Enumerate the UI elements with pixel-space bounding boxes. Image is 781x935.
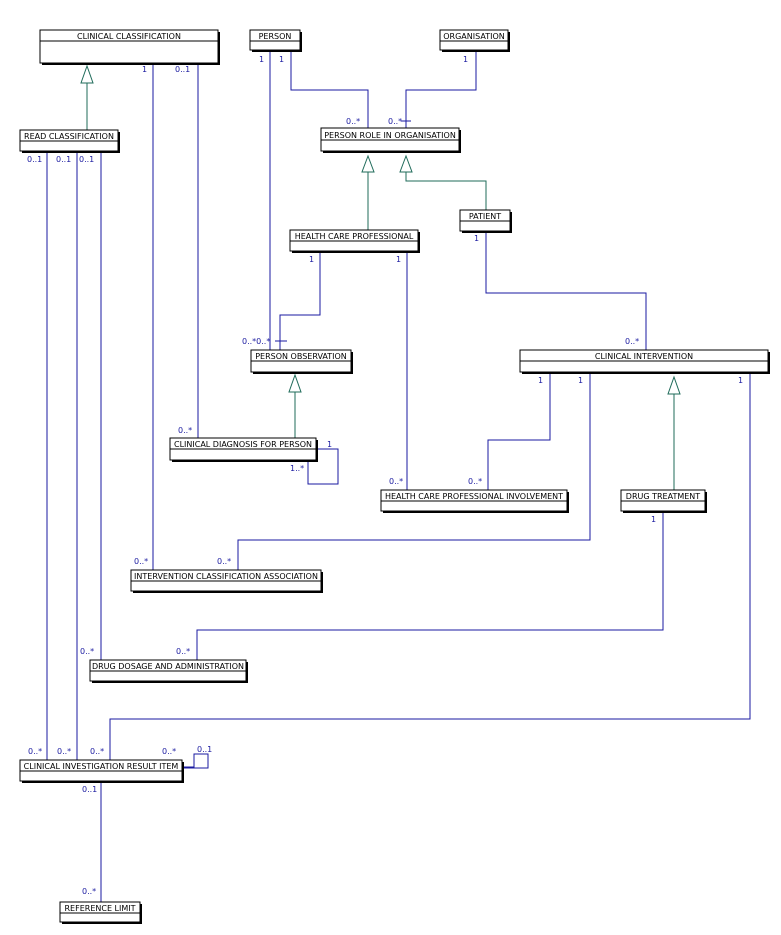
entity-person-role-in-organisation[interactable]: PERSON ROLE IN ORGANISATION (320, 127, 461, 153)
entity-clinical-classification[interactable]: CLINICAL CLASSIFICATION (39, 29, 220, 65)
assoc-dt-dda (196, 513, 664, 660)
multiplicity-label: 0..* (388, 117, 402, 126)
assoc-person-pro (290, 52, 369, 128)
multiplicity-label: 0..* (217, 557, 231, 566)
multiplicity-label: 0..1 (79, 155, 94, 164)
multiplicity-label: 0..* (134, 557, 148, 566)
multiplicity-label: 0..1 (27, 155, 42, 164)
entity-health-care-professional-involvement[interactable]: HEALTH CARE PROFESSIONAL INVOLVEMENT (380, 489, 569, 513)
multiplicity-label: 1 (327, 440, 332, 449)
gen-dt-ci-arrow (667, 375, 681, 395)
gen-read-cc-arrow (80, 64, 94, 84)
gen-hcp-pro-arrow (361, 154, 375, 173)
entities: CLINICAL CLASSIFICATION PERSON ORGANISAT… (19, 29, 770, 924)
entity-label: ORGANISATION (443, 32, 504, 41)
multiplicity-label: 1 (279, 55, 284, 64)
entity-drug-treatment[interactable]: DRUG TREATMENT (620, 489, 707, 513)
multiplicity-label: 0..* (57, 747, 71, 756)
entity-label: PERSON ROLE IN ORGANISATION (324, 131, 456, 140)
multiplicity-label: 0..* (28, 747, 42, 756)
multiplicity-label: 1 (259, 55, 264, 64)
association-lines (46, 52, 751, 902)
multiplicity-label: 0..1 (197, 745, 212, 754)
multiplicity-label: 1 (474, 234, 479, 243)
entity-label: HEALTH CARE PROFESSIONAL (295, 232, 414, 241)
generalization-lines (80, 64, 681, 490)
entity-health-care-professional[interactable]: HEALTH CARE PROFESSIONAL (289, 229, 420, 253)
multiplicity-label: 1 (142, 65, 147, 74)
entity-label: CLINICAL DIAGNOSIS FOR PERSON (174, 440, 312, 449)
multiplicity-label: 0..* (90, 747, 104, 756)
assoc-cdp-self (307, 448, 339, 485)
entity-clinical-diagnosis-for-person[interactable]: CLINICAL DIAGNOSIS FOR PERSON (169, 437, 318, 462)
entity-label: CLINICAL INVESTIGATION RESULT ITEM (24, 762, 179, 771)
assoc-ci-hcpi (487, 374, 551, 490)
multiplicity-label: 0..*0..* (242, 337, 270, 346)
multiplicity-label: 0..* (346, 117, 360, 126)
multiplicity-label: 1 (578, 376, 583, 385)
assoc-ciri-self (181, 753, 209, 769)
entity-clinical-investigation-result-item[interactable]: CLINICAL INVESTIGATION RESULT ITEM (19, 759, 184, 783)
entity-label: REFERENCE LIMIT (64, 904, 135, 913)
multiplicity-label: 0..* (178, 426, 192, 435)
multiplicity-label: 0..1 (56, 155, 71, 164)
entity-patient[interactable]: PATIENT (459, 209, 512, 233)
entity-person-observation[interactable]: PERSON OBSERVATION (250, 349, 353, 374)
entity-drug-dosage-and-administration[interactable]: DRUG DOSAGE AND ADMINISTRATION (89, 659, 248, 683)
assoc-patient-ci (485, 233, 647, 350)
entity-label: PERSON OBSERVATION (255, 352, 347, 361)
entity-label: PERSON (259, 32, 292, 41)
entity-label: CLINICAL INTERVENTION (595, 352, 693, 361)
entity-label: INTERVENTION CLASSIFICATION ASSOCIATION (134, 572, 318, 581)
entity-label: CLINICAL CLASSIFICATION (77, 32, 181, 41)
multiplicity-label: 0..* (162, 747, 176, 756)
multiplicity-label: 0..* (389, 477, 403, 486)
entity-reference-limit[interactable]: REFERENCE LIMIT (59, 901, 142, 924)
entity-intervention-classification-association[interactable]: INTERVENTION CLASSIFICATION ASSOCIATION (130, 569, 323, 593)
entity-label: HEALTH CARE PROFESSIONAL INVOLVEMENT (385, 492, 563, 501)
multiplicity-label: 0..* (625, 337, 639, 346)
multiplicity-label: 1 (538, 376, 543, 385)
multiplicity-label: 0..1 (82, 785, 97, 794)
multiplicity-label: 0..1 (175, 65, 190, 74)
multiplicity-label: 0..* (176, 647, 190, 656)
gen-patient-pro-arrow (399, 154, 413, 173)
multiplicity-label: 1 (396, 255, 401, 264)
assoc-hcp-po (279, 253, 321, 350)
multiplicity-label: 0..* (80, 647, 94, 656)
assoc-org-pro (405, 52, 477, 128)
multiplicity-label: 1 (309, 255, 314, 264)
multiplicity-labels: 1 0..1 1 1 1 0..* 0..* 0..1 0..1 0..1 1 … (27, 55, 743, 896)
entity-person[interactable]: PERSON (249, 29, 302, 52)
multiplicity-label: 0..* (468, 477, 482, 486)
entity-organisation[interactable]: ORGANISATION (439, 29, 510, 52)
assoc-ci-ica (237, 374, 591, 570)
entity-label: PATIENT (469, 212, 501, 221)
multiplicity-label: 1 (463, 55, 468, 64)
gen-patient-pro (405, 172, 487, 210)
multiplicity-label: 1 (651, 515, 656, 524)
multiplicity-label: 0..* (82, 887, 96, 896)
multiplicity-label: 1 (738, 376, 743, 385)
entity-label: READ CLASSIFICATION (24, 132, 114, 141)
entity-clinical-intervention[interactable]: CLINICAL INTERVENTION (519, 349, 770, 374)
gen-cdp-po-arrow (288, 373, 302, 393)
multiplicity-label: 1..* (290, 464, 304, 473)
entity-label: DRUG TREATMENT (626, 492, 700, 501)
assoc-ci-ciri (109, 374, 751, 760)
entity-label: DRUG DOSAGE AND ADMINISTRATION (92, 662, 244, 671)
entity-read-classification[interactable]: READ CLASSIFICATION (19, 129, 120, 153)
